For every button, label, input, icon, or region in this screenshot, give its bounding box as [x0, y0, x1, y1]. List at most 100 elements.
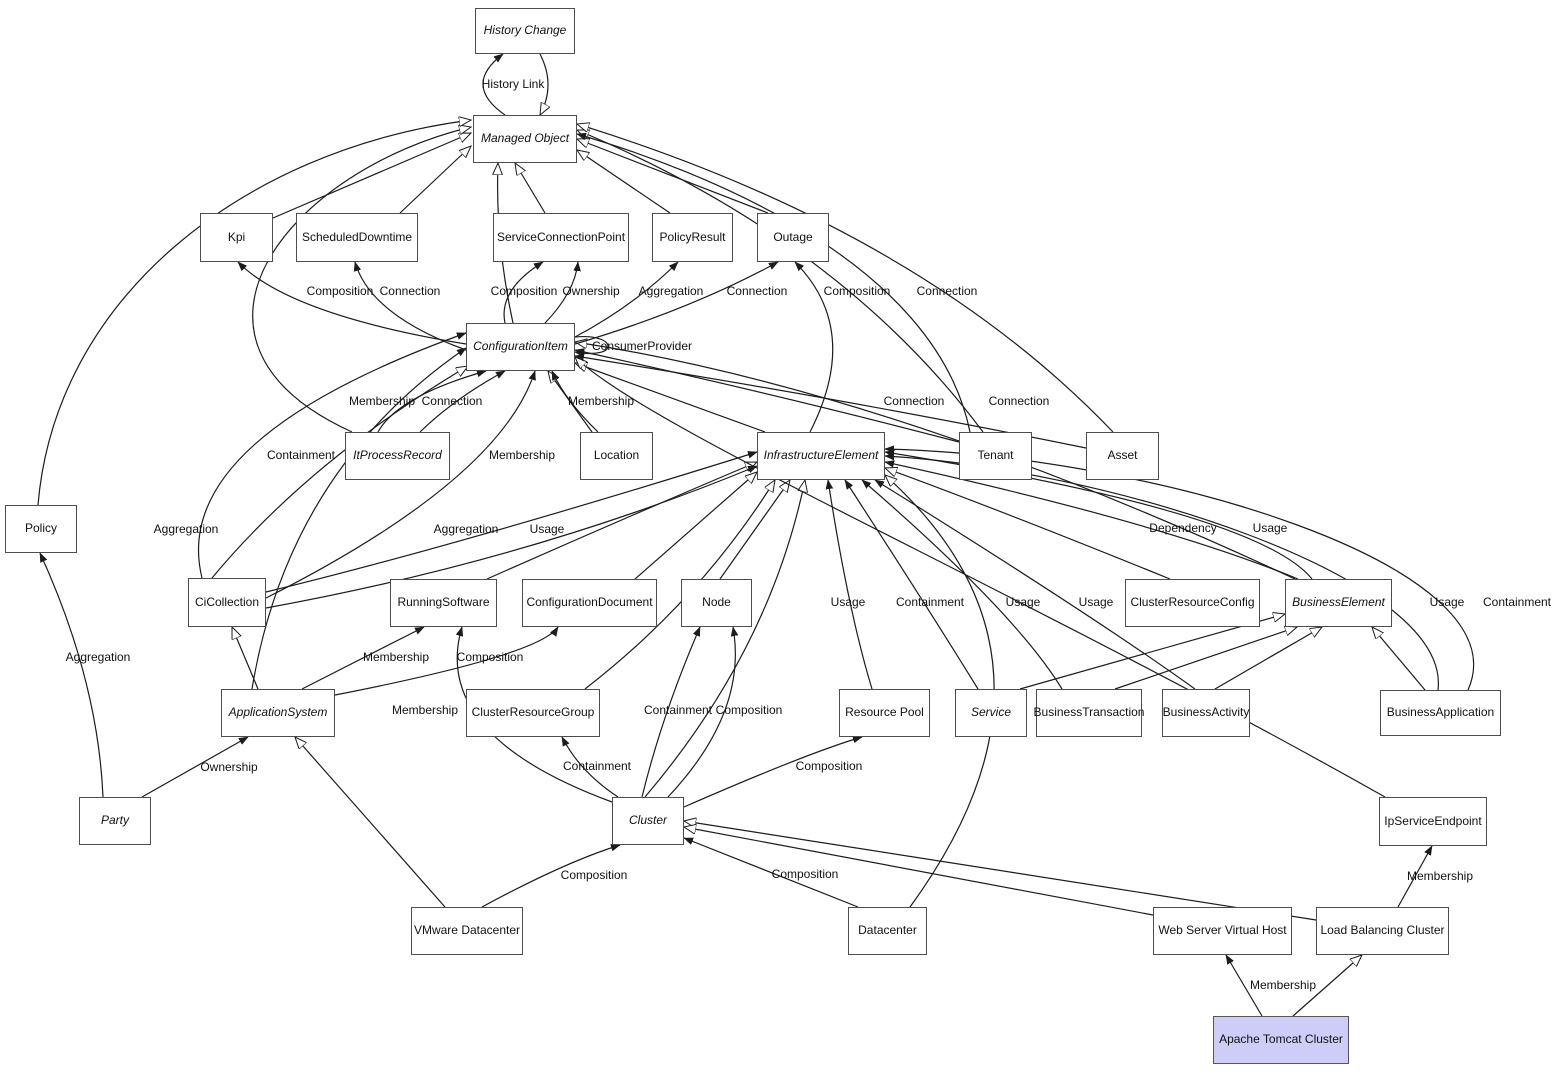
- edge-datacenter-to-infrastructure-element[interactable]: [885, 475, 995, 908]
- edge-business-transaction-to-infrastructure-element[interactable]: [862, 479, 1063, 690]
- edge-party-to-policy[interactable]: [39, 553, 104, 798]
- edge-it-process-record-to-configuration-item[interactable]: [377, 371, 486, 433]
- edge-asset-to-managed-object[interactable]: [577, 124, 1114, 433]
- edge-vmware-datacenter-to-application-system[interactable]: [295, 737, 446, 908]
- node-managed-object[interactable]: Managed Object: [473, 115, 577, 163]
- edge-cluster-to-infrastructure-element[interactable]: [644, 480, 805, 798]
- edge-resource-pool-to-infrastructure-element[interactable]: [828, 480, 873, 690]
- edge-cluster-to-cluster-resource-group[interactable]: [561, 737, 619, 798]
- edge-apache-tomcat-cluster-to-load-balancing-cluster[interactable]: [1292, 955, 1362, 1017]
- node-cluster-resource-config[interactable]: ClusterResourceConfig: [1125, 579, 1260, 627]
- edge-policy-result-to-managed-object[interactable]: [577, 150, 671, 214]
- edge-running-software-to-infrastructure-element[interactable]: [486, 461, 757, 580]
- node-policy-result[interactable]: PolicyResult: [652, 213, 733, 262]
- edge-business-element-to-infrastructure-element[interactable]: [885, 462, 1299, 580]
- node-business-activity[interactable]: BusinessActivity: [1162, 689, 1250, 737]
- node-asset[interactable]: Asset: [1086, 432, 1159, 480]
- edge-configuration-item-to-service-connection-point[interactable]: [503, 261, 543, 324]
- node-business-transaction[interactable]: BusinessTransaction: [1034, 689, 1144, 737]
- edge-vmware-datacenter-to-cluster[interactable]: [481, 845, 620, 908]
- node-resource-pool[interactable]: Resource Pool: [839, 689, 930, 737]
- edge-configuration-item-to-policy-result[interactable]: [574, 262, 678, 338]
- edge-business-activity-to-business-element[interactable]: [1214, 627, 1322, 690]
- edge-configuration-item-to-scheduled-downtime[interactable]: [355, 262, 467, 351]
- edge-infrastructure-element-to-configuration-item[interactable]: [575, 363, 766, 433]
- edge-configuration-item-to-kpi[interactable]: [238, 262, 467, 345]
- node-policy[interactable]: Policy: [5, 505, 77, 553]
- edge-configuration-item-to-outage[interactable]: [574, 261, 778, 345]
- edge-business-activity-to-infrastructure-element[interactable]: [875, 479, 1196, 690]
- edge-cluster-resource-config-to-infrastructure-element[interactable]: [885, 468, 1171, 580]
- edge-configuration-document-to-infrastructure-element[interactable]: [634, 472, 757, 580]
- edge-cluster-to-node[interactable]: [667, 627, 735, 798]
- node-node[interactable]: Node: [681, 579, 752, 627]
- edge-kpi-to-managed-object[interactable]: [272, 132, 471, 219]
- node-configuration-document[interactable]: ConfigurationDocument: [522, 579, 657, 627]
- edge-application-system-to-running-software[interactable]: [301, 626, 424, 690]
- node-ip-service-endpoint[interactable]: IpServiceEndpoint: [1379, 797, 1487, 846]
- edge-scheduled-downtime-to-managed-object[interactable]: [399, 146, 471, 214]
- edge-application-system-to-configuration-item[interactable]: [251, 347, 466, 690]
- node-running-software[interactable]: RunningSoftware: [390, 579, 497, 627]
- edge-it-process-record-to-configuration-item[interactable]: [419, 370, 505, 433]
- edge-ci-collection-to-configuration-item[interactable]: [197, 332, 466, 579]
- edge-web-server-virtual-host-to-cluster[interactable]: [684, 827, 1154, 916]
- node-kpi[interactable]: Kpi: [200, 213, 273, 262]
- node-web-server-virtual-host[interactable]: Web Server Virtual Host: [1153, 907, 1292, 955]
- edge-managed-object-to-history-change[interactable]: [482, 53, 506, 116]
- node-label-kpi: Kpi: [227, 229, 246, 244]
- node-label-vmware-datacenter: VMware Datacenter: [413, 923, 521, 938]
- edge-location-to-configuration-item[interactable]: [551, 371, 599, 433]
- edge-application-system-to-configuration-document[interactable]: [334, 627, 559, 696]
- edge-business-application-to-infrastructure-element[interactable]: [885, 449, 1475, 691]
- node-party[interactable]: Party: [79, 797, 151, 845]
- node-cluster-resource-group[interactable]: ClusterResourceGroup: [466, 689, 600, 737]
- node-business-application[interactable]: BusinessApplication: [1380, 690, 1501, 736]
- edge-service-connection-point-to-managed-object[interactable]: [515, 163, 546, 214]
- edge-node-to-infrastructure-element[interactable]: [719, 480, 790, 580]
- edge-party-to-application-system[interactable]: [141, 736, 248, 798]
- node-service-connection-point[interactable]: ServiceConnectionPoint: [493, 213, 629, 262]
- edge-business-application-to-infrastructure-element[interactable]: [885, 456, 1439, 691]
- node-scheduled-downtime[interactable]: ScheduledDowntime: [296, 213, 418, 262]
- node-configuration-item[interactable]: ConfigurationItem: [466, 323, 575, 371]
- edge-business-transaction-to-business-element[interactable]: [1114, 627, 1297, 690]
- node-application-system[interactable]: ApplicationSystem: [221, 689, 335, 737]
- node-history-change[interactable]: History Change: [475, 8, 575, 54]
- edge-load-balancing-cluster-to-cluster[interactable]: [684, 821, 1317, 921]
- edge-policy-to-managed-object[interactable]: [37, 120, 471, 506]
- edge-cluster-to-resource-pool[interactable]: [683, 737, 862, 808]
- edge-history-change-to-managed-object[interactable]: [540, 53, 548, 115]
- edge-apache-tomcat-cluster-to-web-server-virtual-host[interactable]: [1225, 955, 1263, 1017]
- node-cluster[interactable]: Cluster: [612, 797, 684, 845]
- node-ci-collection[interactable]: CiCollection: [188, 578, 266, 627]
- edge-load-balancing-cluster-to-ip-service-endpoint[interactable]: [1397, 846, 1433, 908]
- edge-ci-collection-to-configuration-item[interactable]: [265, 371, 535, 599]
- node-location[interactable]: Location: [580, 432, 653, 480]
- node-service[interactable]: Service: [955, 689, 1027, 737]
- edge-cluster-to-node[interactable]: [641, 627, 701, 798]
- edge-tenant-to-managed-object[interactable]: [577, 129, 984, 433]
- edge-configuration-item-to-service-connection-point[interactable]: [544, 262, 578, 324]
- node-label-node: Node: [702, 595, 731, 610]
- edge-ci-collection-to-infrastructure-element[interactable]: [265, 465, 757, 609]
- edge-infrastructure-element-to-outage[interactable]: [795, 262, 834, 433]
- edge-service-to-infrastructure-element[interactable]: [844, 480, 979, 690]
- node-datacenter[interactable]: Datacenter: [848, 907, 927, 955]
- node-business-element[interactable]: BusinessElement: [1285, 579, 1392, 627]
- edge-business-element-to-configuration-item[interactable]: [575, 342, 1296, 580]
- edge-ci-collection-to-infrastructure-element[interactable]: [265, 452, 757, 593]
- edge-datacenter-to-cluster[interactable]: [684, 837, 859, 908]
- node-vmware-datacenter[interactable]: VMware Datacenter: [411, 907, 523, 955]
- edge-outage-to-managed-object[interactable]: [577, 139, 769, 214]
- edge-tenant-to-configuration-item[interactable]: [575, 350, 960, 443]
- edge-business-application-to-business-element[interactable]: [1372, 627, 1426, 691]
- edge-tenant-to-managed-object[interactable]: [577, 134, 971, 433]
- node-load-balancing-cluster[interactable]: Load Balancing Cluster: [1316, 907, 1449, 955]
- node-outage[interactable]: Outage: [757, 213, 829, 262]
- node-it-process-record[interactable]: ItProcessRecord: [345, 432, 450, 480]
- edge-ci-collection-to-configuration-item[interactable]: [211, 366, 468, 579]
- node-infrastructure-element[interactable]: InfrastructureElement: [757, 432, 885, 480]
- node-tenant[interactable]: Tenant: [959, 432, 1032, 480]
- node-apache-tomcat-cluster[interactable]: Apache Tomcat Cluster: [1213, 1016, 1349, 1064]
